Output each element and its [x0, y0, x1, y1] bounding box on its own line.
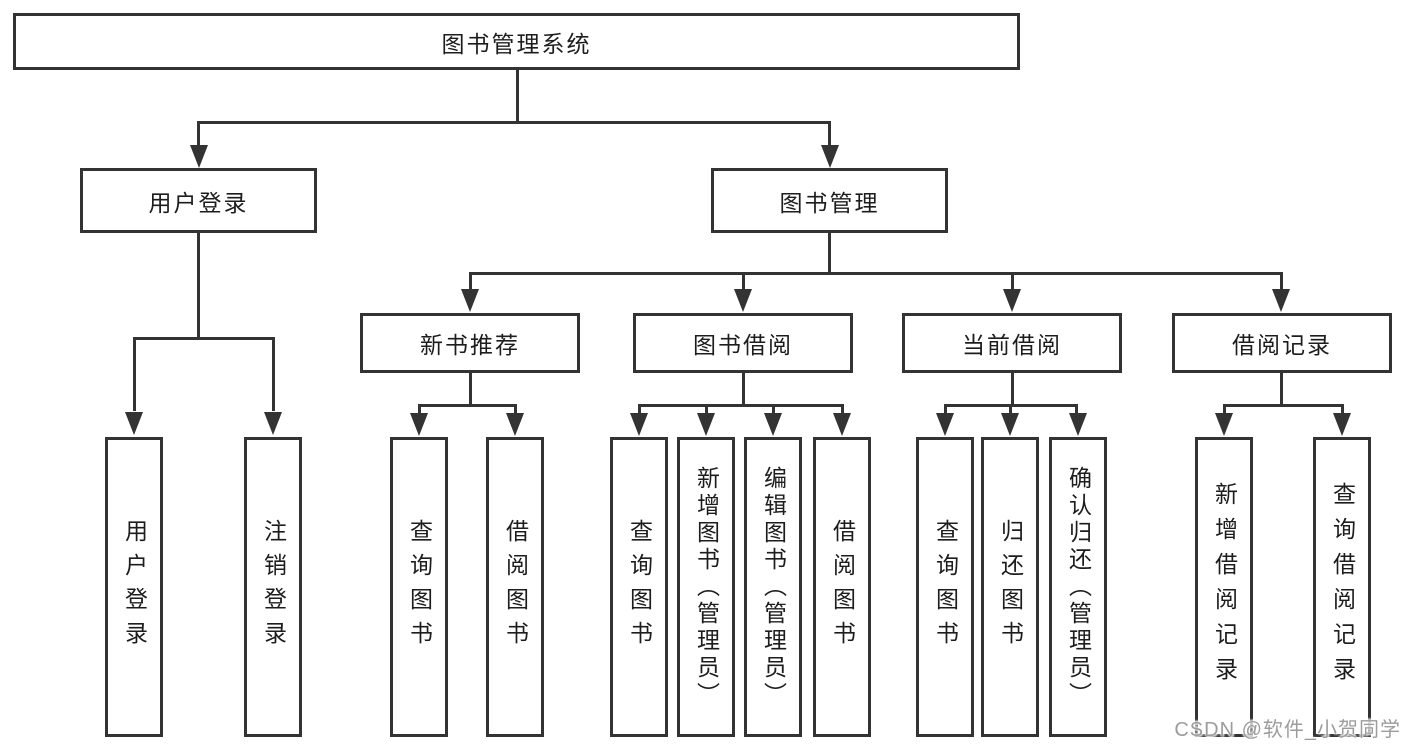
leaf-label: 确认归还（管理员） — [1065, 465, 1092, 709]
down-arrowhead — [1003, 289, 1021, 312]
connector-line — [418, 404, 421, 416]
connector-line — [1341, 404, 1344, 416]
leaf-label: 借阅图书 — [502, 519, 529, 655]
connector-line — [1280, 373, 1283, 404]
down-arrowhead — [936, 413, 954, 436]
node-leaf-add-borrow-record: 新增借阅记录 — [1195, 437, 1253, 737]
connector-line — [1075, 404, 1078, 416]
connector-line — [272, 337, 275, 411]
down-arrowhead — [734, 289, 752, 312]
down-arrowhead — [125, 412, 143, 435]
connector-line — [1011, 373, 1014, 404]
node-leaf-add-books-admin: 新增图书（管理员） — [677, 437, 735, 737]
connector-line — [514, 404, 517, 416]
node-leaf-borrow-books-recommend: 借阅图书 — [486, 437, 544, 737]
connector-line — [197, 121, 831, 124]
connector-line — [1223, 404, 1344, 407]
connector-line — [133, 337, 136, 411]
connector-line — [1280, 272, 1283, 290]
node-leaf-query-borrow-record: 查询借阅记录 — [1313, 437, 1371, 737]
down-arrowhead — [1272, 289, 1290, 312]
connector-line — [841, 404, 844, 416]
connector-line — [1009, 404, 1012, 416]
connector-line — [742, 373, 745, 404]
connector-line — [469, 272, 1282, 275]
node-new-book-recommend: 新书推荐 — [360, 313, 580, 373]
connector-line — [1011, 272, 1014, 290]
down-arrowhead — [506, 413, 524, 436]
down-arrowhead — [1215, 413, 1233, 436]
connector-line — [469, 272, 472, 290]
down-arrowhead — [697, 413, 715, 436]
connector-line — [1223, 404, 1226, 416]
connector-line — [197, 233, 200, 337]
node-leaf-query-books-current: 查询图书 — [916, 437, 974, 737]
connector-line — [197, 121, 200, 149]
connector-line — [772, 404, 775, 416]
connector-line — [133, 337, 275, 340]
connector-line — [828, 233, 831, 272]
leaf-label: 查询图书 — [932, 519, 959, 655]
node-user-login: 用户登录 — [80, 168, 317, 233]
leaf-label: 新增借阅记录 — [1211, 482, 1238, 692]
node-leaf-borrow-books-borrowing: 借阅图书 — [813, 437, 871, 737]
leaf-label: 借阅图书 — [829, 519, 856, 655]
node-leaf-query-books-recommend: 查询图书 — [390, 437, 448, 737]
leaf-label: 查询借阅记录 — [1329, 482, 1356, 692]
leaf-label: 注销登录 — [260, 519, 287, 655]
watermark: CSDN @软件_小贺同学 — [1174, 719, 1401, 741]
leaf-label: 用户登录 — [121, 519, 148, 655]
node-root: 图书管理系统 — [13, 13, 1020, 70]
connector-line — [638, 404, 641, 416]
connector-line — [469, 373, 472, 404]
down-arrowhead — [1069, 413, 1087, 436]
node-leaf-query-books-borrowing: 查询图书 — [610, 437, 668, 737]
node-leaf-return-books: 归还图书 — [981, 437, 1039, 737]
node-book-borrowing: 图书借阅 — [633, 313, 853, 373]
down-arrowhead — [821, 145, 839, 168]
down-arrowhead — [1333, 413, 1351, 436]
node-leaf-logout: 注销登录 — [244, 437, 302, 737]
down-arrowhead — [764, 413, 782, 436]
leaf-label: 编辑图书（管理员） — [760, 465, 787, 709]
connector-line — [742, 272, 745, 290]
leaf-label: 新增图书（管理员） — [693, 465, 720, 709]
leaf-label: 查询图书 — [406, 519, 433, 655]
down-arrowhead — [190, 145, 208, 168]
down-arrowhead — [1001, 413, 1019, 436]
node-current-borrowing: 当前借阅 — [902, 313, 1122, 373]
connector-line — [828, 121, 831, 149]
connector-line — [705, 404, 708, 416]
down-arrowhead — [264, 412, 282, 435]
node-borrowing-records: 借阅记录 — [1172, 313, 1392, 373]
node-leaf-edit-books-admin: 编辑图书（管理员） — [744, 437, 802, 737]
down-arrowhead — [630, 413, 648, 436]
node-leaf-confirm-return-admin: 确认归还（管理员） — [1049, 437, 1107, 737]
leaf-label: 归还图书 — [997, 519, 1024, 655]
node-leaf-user-login: 用户登录 — [105, 437, 163, 737]
connector-line — [418, 404, 517, 407]
down-arrowhead — [461, 289, 479, 312]
node-book-management: 图书管理 — [711, 168, 948, 233]
connector-line — [944, 404, 947, 416]
down-arrowhead — [410, 413, 428, 436]
leaf-label: 查询图书 — [626, 519, 653, 655]
connector-line — [638, 404, 844, 407]
connector-line — [516, 70, 519, 121]
down-arrowhead — [833, 413, 851, 436]
